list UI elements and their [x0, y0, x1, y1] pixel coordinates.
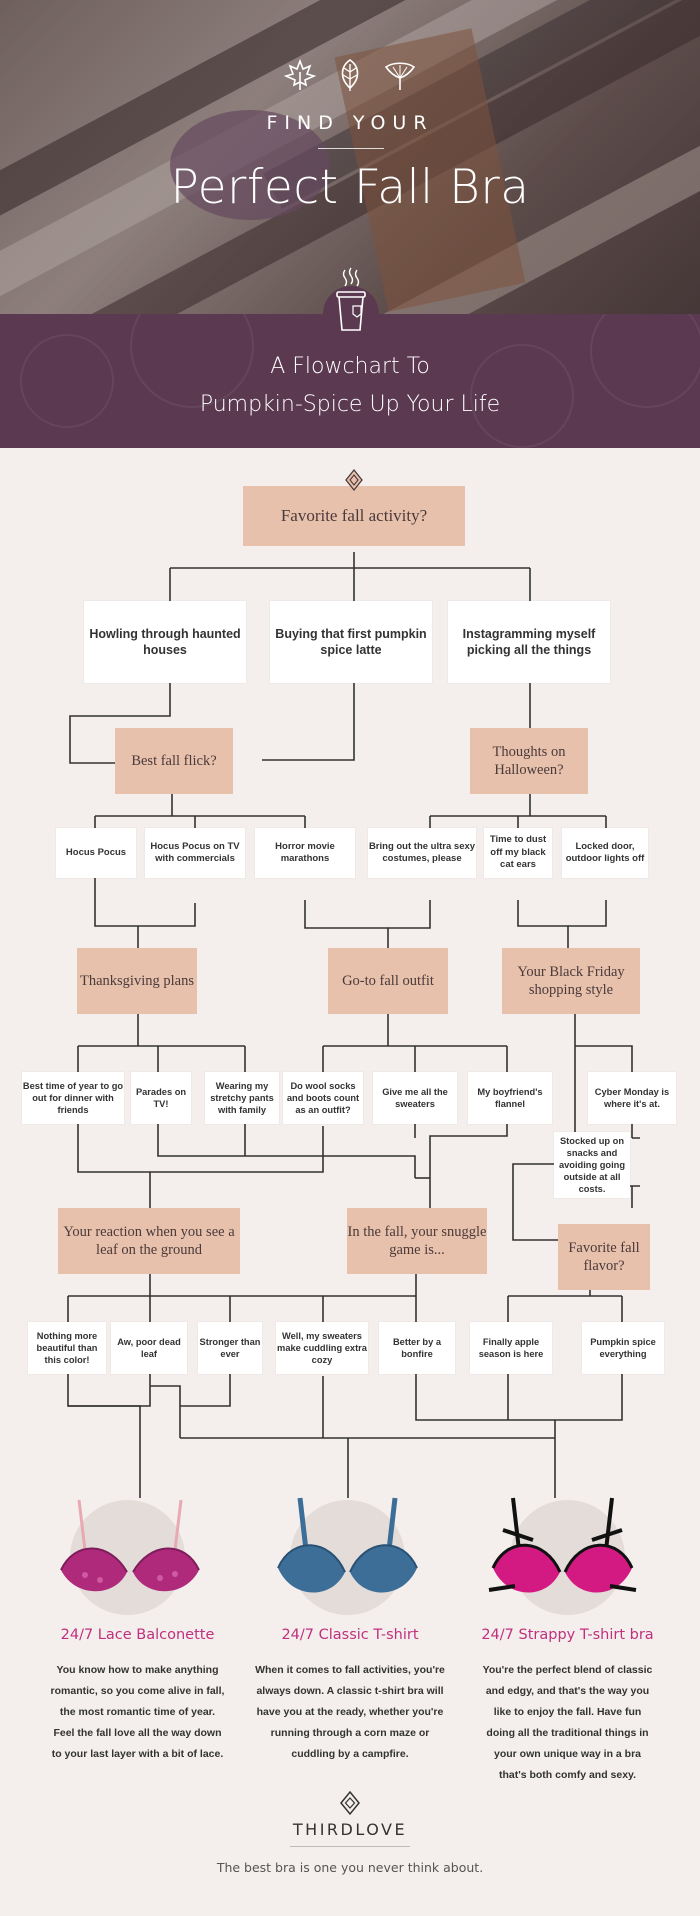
result-title-classic: 24/7 Classic T-shirt	[281, 1627, 419, 1643]
result-desc-strappy: You're the perfect blend of classic and …	[482, 1664, 653, 1781]
diamond-logo-icon	[345, 468, 363, 492]
answer-wool-socks: Do wool socks and boots count as an outf…	[283, 1072, 363, 1124]
question-leaf: Your reaction when you see a leaf on the…	[58, 1208, 240, 1274]
question-halloween: Thoughts on Halloween?	[470, 728, 588, 794]
answer-horror-marathons: Horror movie marathons	[255, 828, 355, 878]
activity-latte: Buying that first pumpkin spice latte	[270, 601, 432, 683]
answer-stronger: Stronger than ever	[198, 1322, 262, 1374]
classic-tshirt-bra-icon	[277, 1497, 418, 1593]
answer-bonfire: Better by a bonfire	[379, 1322, 455, 1374]
brand-name: THIRDLOVE	[292, 1820, 408, 1839]
answer-flannel: My boyfriend's flannel	[468, 1072, 552, 1124]
start-question: Favorite fall activity?	[280, 506, 428, 526]
brand-tagline: The best bra is one you never think abou…	[216, 1860, 484, 1875]
answer-cat-ears: Time to dust off my black cat ears	[484, 828, 552, 878]
latte-cup-icon	[323, 267, 379, 338]
hero-eyebrow: FIND YOUR	[266, 112, 434, 134]
answer-hocus-pocus-tv: Hocus Pocus on TV with commercials	[145, 828, 245, 878]
maple-leaf-icon	[283, 58, 316, 90]
strappy-tshirt-bra-icon	[488, 1497, 637, 1593]
thirdlove-logo-icon	[340, 1790, 360, 1816]
question-flavor: Favorite fall flavor?	[558, 1224, 650, 1290]
answer-sweaters: Give me all the sweaters	[373, 1072, 457, 1124]
hero-overlay	[0, 0, 700, 314]
answer-beautiful-color: Nothing more beautiful than this color!	[28, 1322, 106, 1374]
question-outfit: Go-to fall outfit	[328, 948, 448, 1014]
oak-leaf-icon	[341, 59, 359, 91]
bra-photo-shape	[170, 110, 330, 220]
hero-title: Perfect Fall Bra	[170, 160, 530, 215]
result-desc-classic: When it comes to fall activities, you're…	[255, 1664, 445, 1760]
question-thanksgiving: Thanksgiving plans	[77, 948, 197, 1014]
result-desc-lace: You know how to make anything romantic, …	[50, 1664, 225, 1760]
answer-hocus-pocus: Hocus Pocus	[56, 828, 136, 878]
answer-cozy-sweaters: Well, my sweaters make cuddling extra co…	[276, 1322, 368, 1374]
question-blackfriday: Your Black Friday shopping style	[502, 948, 640, 1014]
question-snuggle: In the fall, your snuggle game is...	[347, 1208, 487, 1274]
hero-divider	[318, 148, 384, 149]
start-question-box: Favorite fall activity?	[243, 486, 465, 546]
answer-locked-door: Locked door, outdoor lights off	[562, 828, 648, 878]
leaf-icons	[0, 58, 700, 97]
answer-sexy-costumes: Bring out the ultra sexy costumes, pleas…	[368, 828, 476, 878]
result-title-lace: 24/7 Lace Balconette	[60, 1627, 215, 1643]
hero-photo: FIND YOUR Perfect Fall Bra	[0, 0, 700, 314]
activity-haunted: Howling through haunted houses	[84, 601, 246, 683]
answer-apple-season: Finally apple season is here	[470, 1322, 552, 1374]
answer-dead-leaf: Aw, poor dead leaf	[111, 1322, 187, 1374]
ginkgo-leaf-icon	[385, 62, 416, 90]
answer-cyber-monday: Cyber Monday is where it's at.	[588, 1072, 676, 1124]
lace-balconette-bra-icon	[60, 1499, 200, 1592]
subtitle-line1: A Flowchart To	[270, 354, 430, 379]
result-title-strappy: 24/7 Strappy T-shirt bra	[481, 1627, 654, 1643]
answer-stocked-up: Stocked up on snacks and avoiding going …	[554, 1132, 630, 1198]
answer-parades: Parades on TV!	[131, 1072, 191, 1124]
subtitle-line2: Pumpkin-Spice Up Your Life	[199, 392, 501, 417]
question-flick: Best fall flick?	[115, 728, 233, 794]
answer-dinner-friends: Best time of year to go out for dinner w…	[22, 1072, 124, 1124]
answer-pumpkin-spice: Pumpkin spice everything	[582, 1322, 664, 1374]
activity-instagram: Instagramming myself picking all the thi…	[448, 601, 610, 683]
flowchart: Favorite fall activity? Howling through …	[0, 448, 700, 1498]
footer-divider	[290, 1846, 410, 1847]
answer-stretchy-pants: Wearing my stretchy pants with family	[205, 1072, 279, 1124]
